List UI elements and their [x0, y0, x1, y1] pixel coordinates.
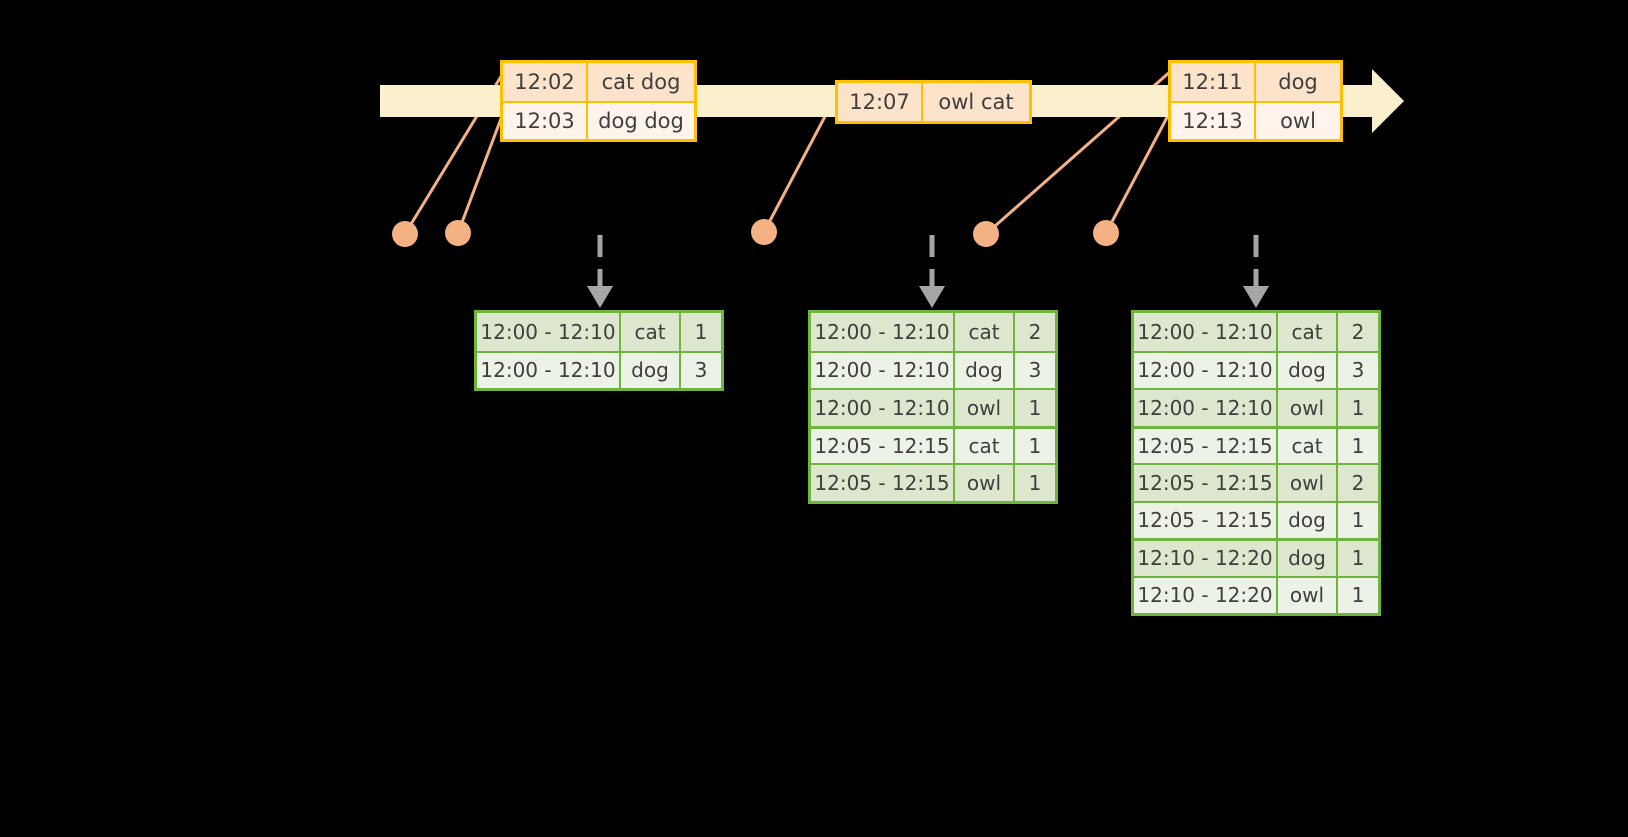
word-key-cell: cat [1278, 313, 1338, 351]
snapshot-arrow-head-icon [1243, 286, 1269, 308]
event-row: 12:02 cat dog [503, 63, 694, 101]
event-row: 12:03 dog dog [503, 101, 694, 139]
word-key-cell: cat [955, 428, 1015, 463]
window-range-cell: 12:05 - 12:15 [1134, 465, 1278, 501]
window-range-cell: 12:00 - 12:10 [477, 352, 621, 388]
word-key-cell: owl [1278, 390, 1338, 426]
word-key-cell: dog [1278, 352, 1338, 388]
snapshot-arrow-head-icon [587, 286, 613, 308]
word-key-cell: dog [1278, 541, 1338, 576]
events-group-3: 12:11 dog 12:13 owl [1168, 60, 1343, 142]
connector-1213-line [1104, 107, 1174, 234]
connector-1203-dot [445, 220, 471, 246]
connector-1203-line [456, 107, 507, 234]
event-timestamp: 12:13 [1171, 103, 1256, 139]
word-count-cell: 3 [1028, 358, 1042, 383]
connector-1207-dot [751, 219, 777, 245]
connector-1202-dot [392, 221, 418, 247]
event-timestamp: 12:02 [503, 63, 588, 101]
word-key-cell: cat [1278, 428, 1338, 463]
window-range-cell: 12:00 - 12:10 [1134, 313, 1278, 351]
word-key-cell: cat [955, 313, 1015, 351]
word-key-cell: owl [955, 390, 1015, 426]
word-count-cell: 1 [1351, 508, 1365, 533]
connector-1213-dot [1093, 220, 1119, 246]
event-timestamp: 12:11 [1171, 63, 1256, 101]
event-timestamp: 12:03 [503, 103, 588, 139]
word-key-cell: cat [621, 313, 681, 351]
events-group-1: 12:02 cat dog 12:03 dog dog [500, 60, 697, 142]
word-count-cell: 1 [1351, 395, 1365, 420]
event-words: owl cat [938, 90, 1014, 114]
event-words: owl [1280, 109, 1316, 133]
event-words: dog [1278, 70, 1318, 94]
word-count-cell: 1 [1028, 470, 1042, 495]
window-range-cell: 12:00 - 12:10 [477, 313, 621, 351]
snapshot-arrow-head-icon [919, 286, 945, 308]
word-key-cell: dog [955, 352, 1015, 388]
word-count-cell: 2 [1351, 319, 1365, 344]
window-range-cell: 12:00 - 12:10 [1134, 352, 1278, 388]
event-row: 12:13 owl [1171, 101, 1340, 139]
window-range-cell: 12:00 - 12:10 [811, 390, 955, 426]
word-count-cell: 2 [1351, 470, 1365, 495]
connector-1211-dot [973, 221, 999, 247]
window-range-cell: 12:05 - 12:15 [1134, 428, 1278, 463]
word-count-cell: 1 [1351, 433, 1365, 458]
event-row: 12:07 owl cat [838, 83, 1029, 121]
window-range-cell: 12:05 - 12:15 [1134, 502, 1278, 538]
word-count-cell: 2 [1028, 319, 1042, 344]
word-count-cell: 1 [1351, 546, 1365, 571]
window-range-cell: 12:10 - 12:20 [1134, 541, 1278, 576]
event-words: dog dog [598, 109, 684, 133]
event-timestamp: 12:07 [838, 83, 923, 121]
word-key-cell: dog [1278, 502, 1338, 538]
word-key-cell: dog [621, 352, 681, 388]
word-count-cell: 3 [1351, 358, 1365, 383]
word-key-cell: owl [1278, 577, 1338, 613]
word-count-cell: 1 [1028, 395, 1042, 420]
event-words: cat dog [601, 70, 681, 94]
window-range-cell: 12:05 - 12:15 [811, 428, 955, 463]
word-key-cell: owl [955, 465, 1015, 501]
window-range-cell: 12:00 - 12:10 [811, 313, 955, 351]
window-range-cell: 12:00 - 12:10 [811, 352, 955, 388]
word-key-cell: owl [1278, 465, 1338, 501]
event-row: 12:11 dog [1171, 63, 1340, 101]
word-count-cell: 3 [694, 358, 708, 383]
word-count-cell: 1 [1028, 433, 1042, 458]
window-range-cell: 12:05 - 12:15 [811, 465, 955, 501]
word-count-cell: 1 [1351, 583, 1365, 608]
window-range-cell: 12:00 - 12:10 [1134, 390, 1278, 426]
word-count-cell: 1 [694, 319, 708, 344]
window-range-cell: 12:10 - 12:20 [1134, 577, 1278, 613]
events-group-2: 12:07 owl cat [835, 80, 1032, 124]
